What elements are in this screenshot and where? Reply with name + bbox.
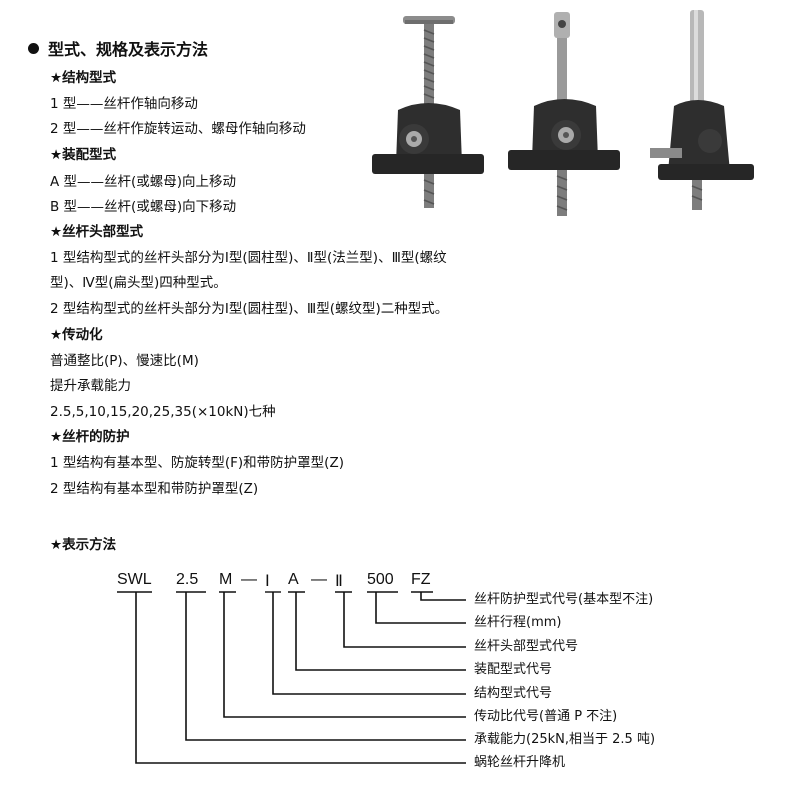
code-part: —: [241, 571, 257, 588]
spec-line: A 型——丝杆(或螺母)向上移动: [50, 174, 237, 190]
spec-line: 提升承载能力: [50, 378, 131, 394]
legend-item: 丝杆头部型式代号: [474, 639, 579, 654]
code-part: Ⅱ: [335, 573, 343, 590]
notation-title: ★表示方法: [50, 537, 117, 553]
legend-item: 传动比代号(普通 P 不注): [474, 709, 618, 724]
spec-line: 2 型——丝杆作旋转运动、螺母作轴向移动: [50, 121, 306, 137]
leader-line: [343, 592, 466, 648]
subheading: ★丝杆头部型式: [50, 224, 144, 240]
screw-jack-photo-2: [508, 12, 620, 216]
screw-jack-photo-3: [650, 10, 754, 210]
leader-line: [420, 592, 466, 601]
spec-line: 2 型结构有基本型和带防护罩型(Z): [50, 481, 259, 497]
legend-item: 丝杆行程(mm): [474, 615, 562, 630]
subheading: ★丝杆的防护: [50, 429, 130, 445]
legend-item: 蜗轮丝杆升降机: [474, 755, 566, 770]
leader-line: [135, 592, 466, 764]
spec-line: 1 型结构型式的丝杆头部分为Ⅰ型(圆柱型)、Ⅱ型(法兰型)、Ⅲ型(螺纹: [50, 250, 447, 266]
section-title: 型式、规格及表示方法: [28, 36, 208, 60]
legend-item: 装配型式代号: [474, 662, 553, 677]
code-part: M: [219, 571, 233, 588]
bullet-icon: [28, 42, 39, 54]
legend-item: 结构型式代号: [474, 686, 553, 701]
leader-line: [272, 592, 466, 695]
spec-line: 普通整比(P)、慢速比(M): [50, 353, 199, 369]
code-part: SWL: [117, 571, 152, 588]
code-part: —: [311, 571, 327, 588]
subheading: ★传动化: [50, 327, 103, 343]
code-part: FZ: [411, 571, 431, 588]
spec-line: 1 型——丝杆作轴向移动: [50, 96, 198, 112]
leader-line: [295, 592, 466, 671]
leader-line: [223, 592, 466, 718]
subheading: ★装配型式: [50, 147, 117, 163]
legend-item: 承载能力(25kN,相当于 2.5 吨): [474, 732, 656, 747]
screw-jack-photo-1: [372, 16, 484, 208]
spec-line: 2 型结构型式的丝杆头部分为Ⅰ型(圆柱型)、Ⅲ型(螺纹型)二种型式。: [50, 301, 449, 317]
section-heading: 型式、规格及表示方法: [48, 40, 209, 59]
code-part: A: [288, 571, 299, 588]
spec-line: 1 型结构有基本型、防旋转型(F)和带防护罩型(Z): [50, 455, 344, 471]
legend-item: 丝杆防护型式代号(基本型不注): [474, 592, 654, 607]
spec-line: 型)、Ⅳ型(扁头型)四种型式。: [50, 275, 227, 291]
code-part: 500: [367, 571, 394, 588]
leader-line: [375, 592, 466, 624]
spec-line: B 型——丝杆(或螺母)向下移动: [50, 199, 237, 215]
code-part: Ⅰ: [265, 573, 270, 590]
subheading: ★结构型式: [50, 70, 117, 86]
spec-line: 2.5,5,10,15,20,25,35(×10kN)七种: [50, 404, 276, 420]
code-part: 2.5: [176, 571, 199, 588]
leader-line: [185, 592, 466, 741]
